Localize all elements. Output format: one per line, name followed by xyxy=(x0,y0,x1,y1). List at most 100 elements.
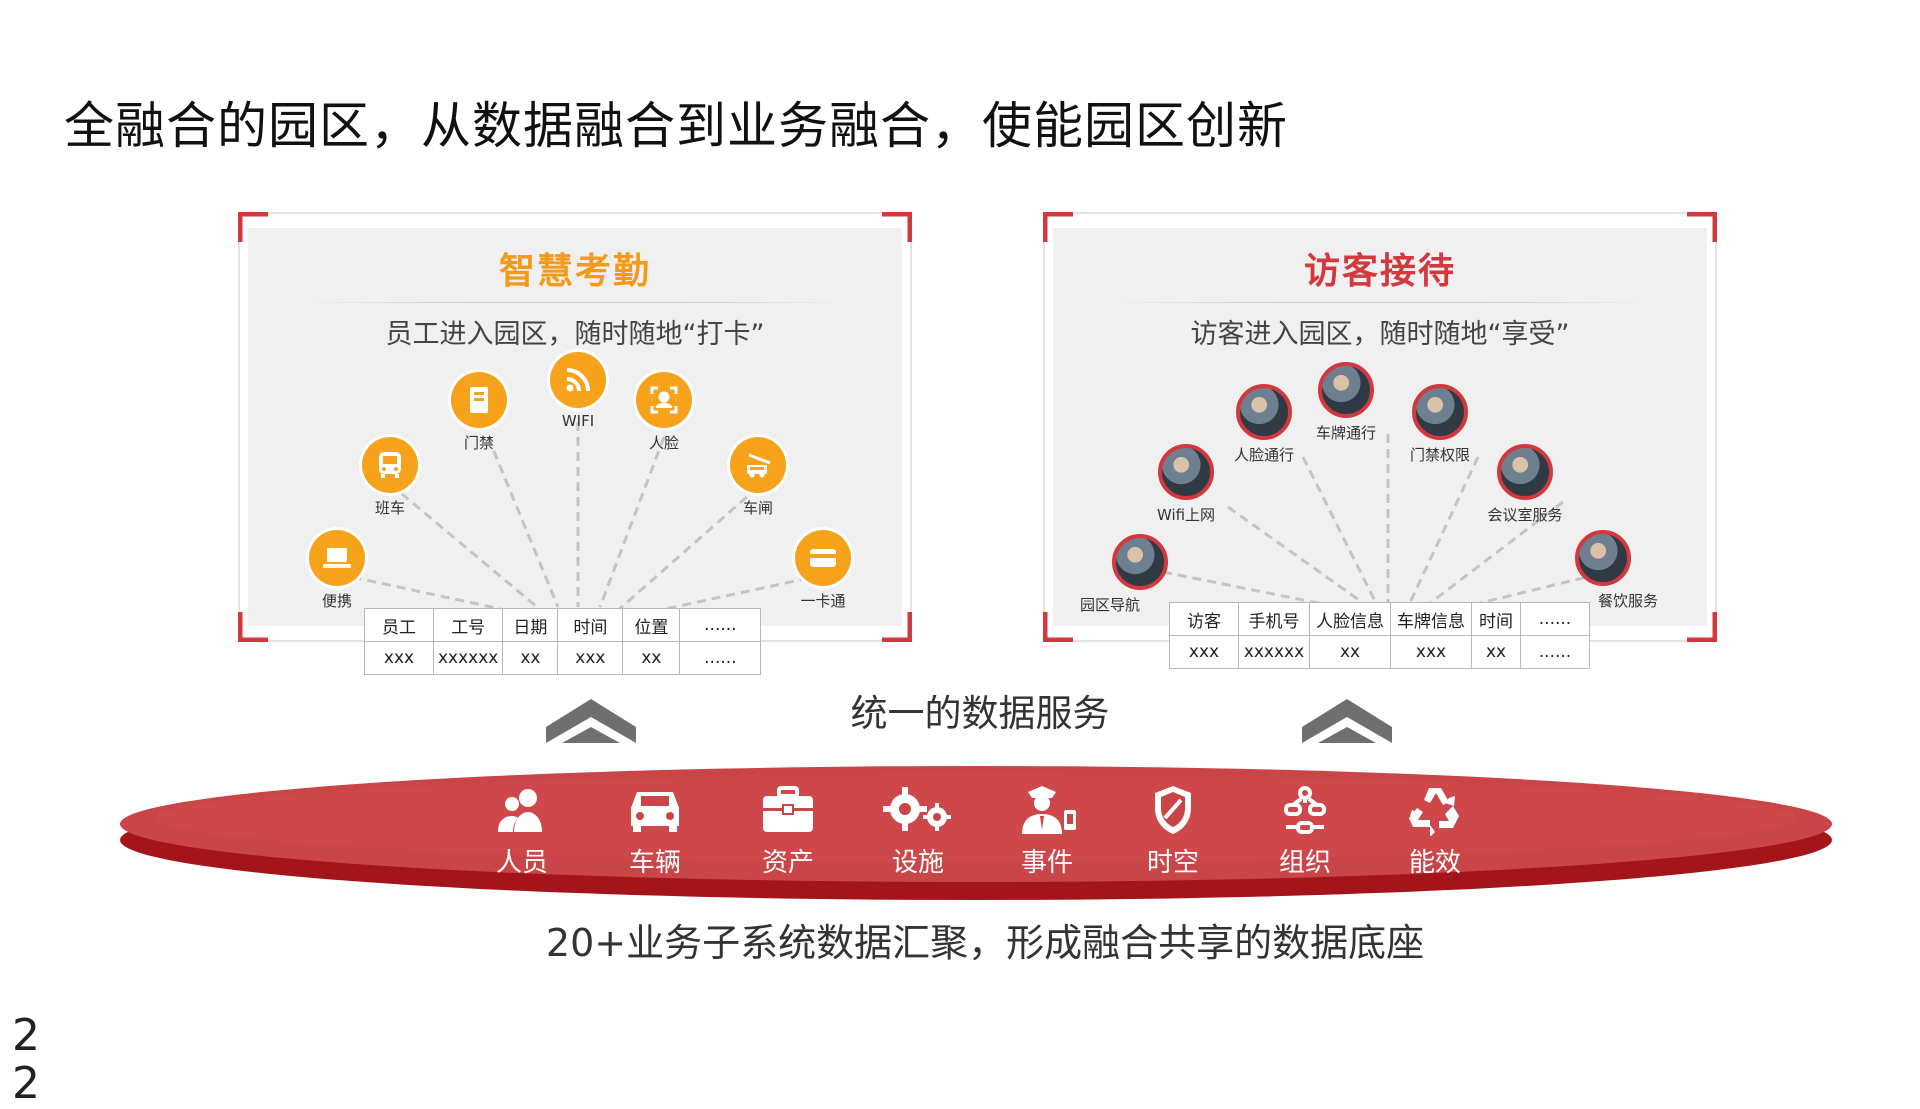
platform-item-label: 能效 xyxy=(1408,848,1461,878)
platform-item-label: 组织 xyxy=(1278,848,1331,878)
meeting-photo xyxy=(1497,444,1553,500)
platform-footer-caption: 20+业务子系统数据汇聚，形成融合共享的数据底座 xyxy=(545,921,1425,965)
navigation-photo xyxy=(1112,534,1168,590)
platform-item-label: 事件 xyxy=(1020,848,1073,878)
table-header-row: 访客 手机号 人脸信息 车牌信息 时间 ...... xyxy=(1169,602,1590,636)
platform-item-assets: 资产 xyxy=(733,780,843,879)
node-dining: 餐饮服务 xyxy=(1548,530,1658,611)
table-header-cell: 员工 xyxy=(364,608,434,642)
wifi-photo xyxy=(1158,444,1214,500)
table-cell: xx xyxy=(1309,635,1391,669)
shield-icon xyxy=(1118,780,1228,840)
table-header-cell: 人脸信息 xyxy=(1309,602,1391,636)
unified-data-service-label: 统一的数据服务 xyxy=(850,692,1110,735)
node-label: 餐饮服务 xyxy=(1597,592,1658,610)
recycle-icon xyxy=(1380,780,1490,840)
door-card-icon xyxy=(451,372,507,428)
platform-item-facilities: 设施 xyxy=(863,780,973,879)
bus-icon xyxy=(362,437,418,493)
panel-subtitle: 访客进入园区，随时随地“享受” xyxy=(1190,319,1570,350)
org-icon xyxy=(1250,780,1360,840)
laptop-icon xyxy=(309,530,365,586)
node-label: WIFI xyxy=(561,412,595,430)
platform-item-label: 人员 xyxy=(495,848,548,878)
table-cell: xxx xyxy=(364,641,434,675)
platform-item-vehicle: 车辆 xyxy=(600,780,710,879)
node-label: Wifi上网 xyxy=(1156,506,1216,524)
table-header-cell: 位置 xyxy=(622,608,681,642)
face-scan-icon xyxy=(636,372,692,428)
platform-item-events: 事件 xyxy=(992,780,1102,879)
up-chevron-icon xyxy=(546,699,636,743)
panel-title: 智慧考勤 xyxy=(498,251,651,292)
node-label: 人脸 xyxy=(648,434,679,452)
platform-item-label: 设施 xyxy=(891,848,944,878)
page-number-line: 2 xyxy=(12,1010,40,1061)
node-label: 门禁 xyxy=(463,434,494,452)
table-header-cell: 手机号 xyxy=(1238,602,1310,636)
car-icon xyxy=(600,780,710,840)
node-label: 便携 xyxy=(321,592,352,610)
platform-item-spacetime: 时空 xyxy=(1118,780,1228,879)
node-label: 人脸通行 xyxy=(1233,446,1294,464)
table-cell: xxx xyxy=(557,641,624,675)
table-row: xxx xxxxxx xx xxx xx ...... xyxy=(1169,635,1590,669)
page-number-line: 2 xyxy=(12,1058,40,1109)
officer-icon xyxy=(992,780,1102,840)
node-face-pass: 人脸通行 xyxy=(1209,384,1319,465)
table-header-cell: 工号 xyxy=(432,608,504,642)
node-door: 门禁 xyxy=(424,372,534,453)
door-photo xyxy=(1412,384,1468,440)
table-cell: xxxxxx xyxy=(432,641,504,675)
up-chevron-icon xyxy=(1302,699,1392,743)
table-cell: ...... xyxy=(1520,635,1590,669)
table-cell: xxxxxx xyxy=(1238,635,1310,669)
attendance-panel: 智慧考勤 员工进入园区，随时随地“打卡” 便携 班车 门禁 xyxy=(238,212,912,675)
node-card: 一卡通 xyxy=(768,530,878,611)
table-header-cell: 时间 xyxy=(1471,602,1521,636)
people-icon xyxy=(467,780,577,840)
table-header-row: 员工 工号 日期 时间 位置 ...... xyxy=(364,608,762,642)
node-face: 人脸 xyxy=(609,372,719,453)
node-meeting-room: 会议室服务 xyxy=(1470,444,1580,525)
platform-item-people: 人员 xyxy=(467,780,577,879)
wifi-icon xyxy=(550,352,606,408)
table-row: xxx xxxxxx xx xxx xx ...... xyxy=(364,641,762,675)
table-cell: ...... xyxy=(679,641,762,675)
node-door-permission: 门禁权限 xyxy=(1385,384,1495,465)
node-label: 一卡通 xyxy=(800,592,846,610)
table-cell: xxx xyxy=(1169,635,1239,669)
divider xyxy=(1103,302,1657,303)
table-cell: xx xyxy=(622,641,681,675)
node-label: 园区导航 xyxy=(1079,596,1140,614)
table-header-cell: ...... xyxy=(679,608,762,642)
table-header-cell: ...... xyxy=(1520,602,1590,636)
panel-title: 访客接待 xyxy=(1303,251,1456,292)
table-header-cell: 访客 xyxy=(1169,602,1239,636)
plate-photo xyxy=(1318,362,1374,418)
data-platform-disc xyxy=(120,766,1832,900)
node-label: 班车 xyxy=(374,499,405,517)
node-car-gate: 车闸 xyxy=(703,437,813,518)
platform-item-organization: 组织 xyxy=(1250,780,1360,879)
visitor-data-table: 访客 手机号 人脸信息 车牌信息 时间 ...... xxx xxxxxx xx… xyxy=(1169,602,1590,669)
food-photo xyxy=(1575,530,1631,586)
node-wifi: WIFI xyxy=(523,352,633,430)
card-icon xyxy=(795,530,851,586)
visitor-panel: 访客接待 访客进入园区，随时随地“享受” 园区导航 Wifi上网 人脸通行 车牌… xyxy=(1043,212,1717,669)
table-cell: xxx xyxy=(1390,635,1472,669)
attendance-data-table: 员工 工号 日期 时间 位置 ...... xxx xxxxxx xx xxx … xyxy=(364,608,762,675)
platform-item-label: 时空 xyxy=(1146,848,1199,878)
gears-icon xyxy=(863,780,973,840)
page-number: 2 2 xyxy=(12,1012,40,1108)
table-header-cell: 车牌信息 xyxy=(1390,602,1472,636)
car-gate-icon xyxy=(730,437,786,493)
page-title: 全融合的园区，从数据融合到业务融合，使能园区创新 xyxy=(64,97,1288,155)
panel-subtitle: 员工进入园区，随时随地“打卡” xyxy=(385,319,765,350)
node-label: 会议室服务 xyxy=(1487,506,1563,524)
briefcase-icon xyxy=(733,780,843,840)
node-navigation: 园区导航 xyxy=(1080,534,1195,615)
platform-item-label: 资产 xyxy=(761,848,814,878)
platform-item-label: 车辆 xyxy=(628,848,681,878)
divider xyxy=(298,302,852,303)
